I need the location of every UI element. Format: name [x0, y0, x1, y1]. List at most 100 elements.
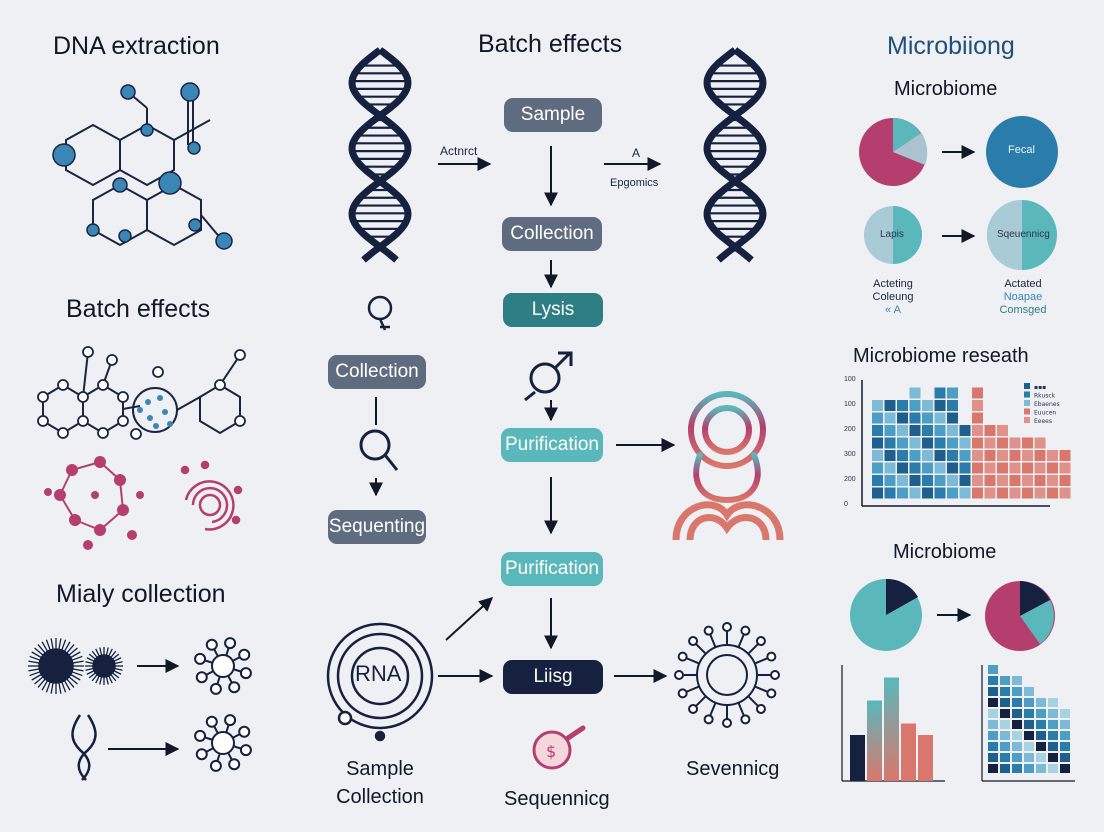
spike: [108, 675, 113, 684]
bar-cell-blue: [909, 487, 921, 499]
bar-cell-blue: [959, 437, 971, 449]
pie-caption-right: Actated Noapae Comsged: [985, 278, 1061, 317]
bar-cell-blue: [872, 437, 883, 449]
spike: [29, 671, 41, 677]
bar-cell-blue: [922, 450, 933, 461]
sequencing-label: Sequennicg: [504, 788, 610, 810]
spike: [34, 647, 44, 656]
spike: [61, 681, 67, 693]
bar-cell-blue: [959, 475, 971, 486]
step-purification-2: Purification: [501, 552, 603, 586]
arrow-label-actnrct: Actnrct: [440, 144, 478, 158]
ray-node: [688, 636, 699, 647]
y-tick-label: 300: [844, 451, 856, 458]
bar-cell-blue: [884, 487, 896, 499]
ray-node: [703, 714, 714, 725]
spike: [112, 653, 120, 660]
sunburst-cell-icon: [696, 644, 758, 706]
bar-cell-salmon: [1009, 487, 1021, 499]
small-bar: [918, 735, 933, 781]
spike: [61, 639, 67, 651]
spike: [37, 678, 46, 688]
bar-cell-blue: [934, 487, 946, 499]
spike: [72, 660, 84, 664]
bar-cell-salmon: [972, 412, 983, 424]
spikes: [28, 638, 123, 694]
bar-cell-blue: [872, 487, 883, 499]
spoke-node: [239, 744, 252, 757]
bar-cell-blue: [947, 487, 958, 499]
heatmap-cell: [1048, 764, 1058, 773]
bar-cell-salmon: [997, 425, 1008, 436]
mialy-arrows: [108, 659, 180, 756]
bar-cell-salmon: [1022, 462, 1033, 474]
bar-cell-salmon: [997, 487, 1008, 499]
spike: [85, 661, 94, 665]
bar-cell-salmon: [997, 450, 1008, 461]
rna-label: RNA: [355, 661, 402, 686]
pie-label-fecal: Fecal: [1008, 144, 1035, 156]
heatmap-cell: [1036, 698, 1046, 707]
bar-cell-salmon: [984, 425, 996, 436]
spike: [95, 648, 100, 657]
pie-chart-1: [859, 118, 928, 186]
heatmap-cell: [1000, 709, 1010, 718]
collection-label: Collection: [336, 786, 424, 808]
bar-cell-salmon: [972, 475, 983, 486]
spike: [91, 650, 98, 658]
spike: [95, 675, 100, 684]
pie-chart-3: [985, 581, 1055, 651]
bar-cell-salmon: [984, 475, 996, 486]
pie-label-lapis: Lapis: [880, 229, 904, 240]
spike: [31, 651, 42, 659]
spoke-node: [205, 638, 218, 651]
bar-cell-salmon: [1034, 487, 1046, 499]
bar-cell-blue: [959, 462, 971, 474]
bar-cell-blue: [909, 400, 921, 411]
bar-cell-salmon: [972, 450, 983, 461]
spike: [28, 668, 40, 672]
pie-chart-lapis: [864, 206, 922, 264]
heatmap-cell: [1024, 731, 1034, 740]
bar-cell-blue: [897, 450, 908, 461]
caption-line: Comsged: [999, 304, 1047, 316]
spike: [58, 638, 62, 650]
heatmap-cell: [988, 665, 998, 674]
heatmap-cell: [1000, 753, 1010, 762]
bar-cell-blue: [947, 450, 958, 461]
heading-batch-effects-top: Batch effects: [478, 30, 623, 58]
bar-cell-blue: [872, 412, 883, 424]
bar-cell-blue: [947, 387, 958, 399]
heatmap-cell: [1048, 698, 1058, 707]
heatmap-cell: [1024, 764, 1034, 773]
bar-cell-blue: [922, 425, 933, 436]
network-spokes: [194, 637, 252, 772]
bar-cell-blue: [922, 437, 933, 449]
bar-cell-blue: [959, 487, 971, 499]
spoke-node: [238, 648, 251, 661]
heatmap-cell: [1000, 687, 1010, 696]
spoke-node: [238, 725, 251, 738]
bar-cell-salmon: [984, 487, 996, 499]
arrow-label-epgomics: Epgomics: [610, 177, 659, 189]
molecule-nodes: [52, 82, 233, 250]
small-bar: [884, 677, 899, 781]
helix-strand: [703, 47, 767, 263]
heatmap-cell: [1012, 753, 1022, 762]
bar-cell-blue: [922, 487, 933, 499]
sample-label: Sample: [346, 758, 414, 780]
spike: [68, 647, 78, 656]
spoke-node: [209, 759, 222, 772]
flow-arrows: [369, 145, 976, 683]
spike: [105, 647, 109, 656]
arrow-label-a: A: [632, 146, 641, 160]
ray-node: [755, 703, 766, 714]
bar-cell-blue: [884, 437, 896, 449]
heatmap-cell: [1012, 742, 1022, 751]
bar-cell-salmon: [1009, 450, 1021, 461]
legend-swatch: [1024, 400, 1030, 406]
y-tick-label: 200: [844, 426, 856, 433]
heatmap-cell: [1060, 753, 1070, 762]
knot-strand-icon: [71, 714, 97, 781]
step-collection: Collection: [502, 217, 602, 251]
